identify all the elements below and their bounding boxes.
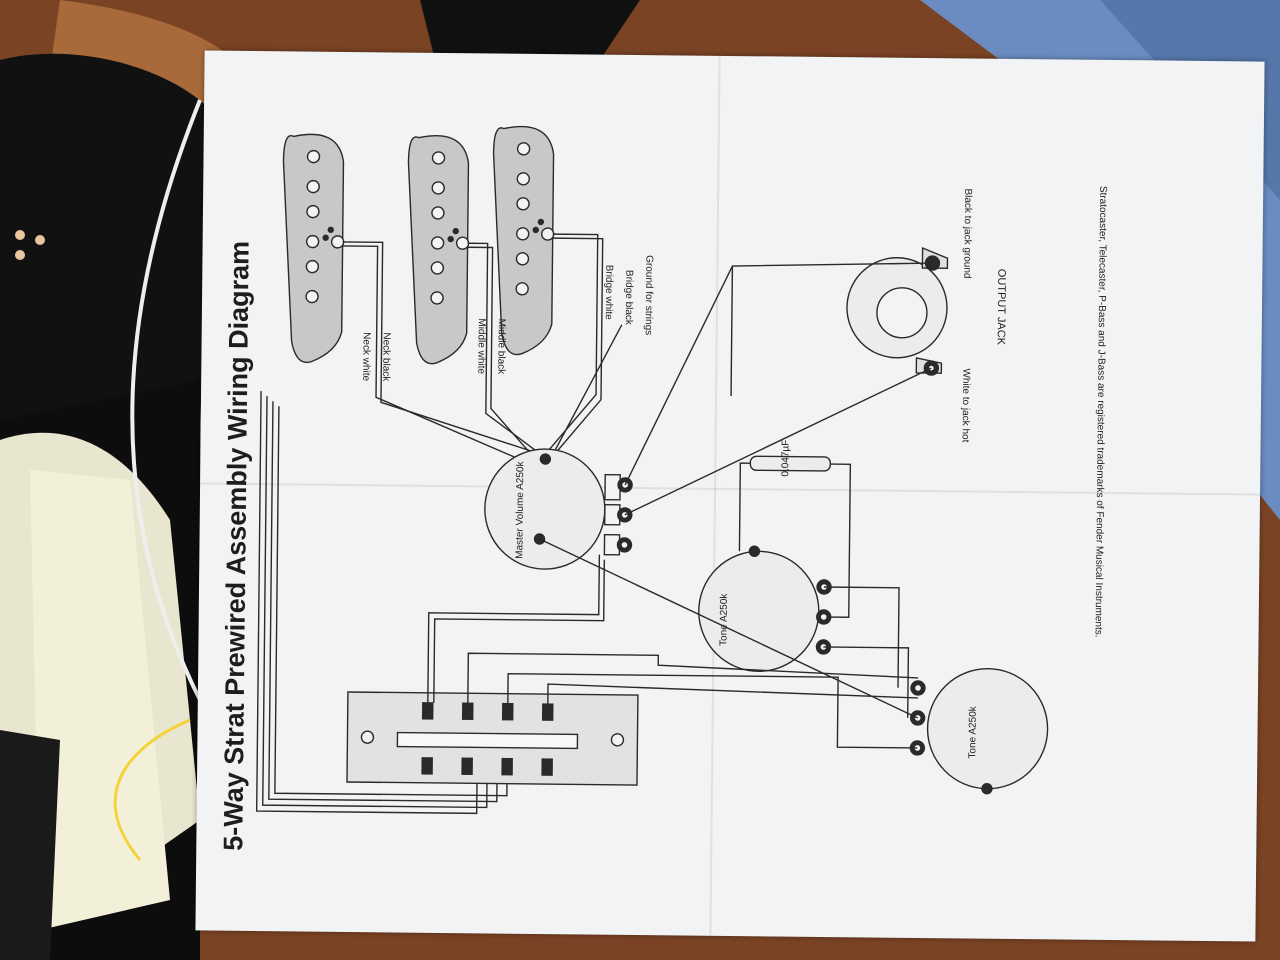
label-output-jack: OUTPUT JACK bbox=[994, 268, 1008, 346]
neck-pickup bbox=[282, 133, 345, 364]
label-middle-white: Middle white bbox=[475, 318, 487, 375]
diagram-title: 5-Way Strat Prewired Assembly Wiring Dia… bbox=[218, 240, 255, 851]
label-ground-for-strings: Ground for strings bbox=[642, 255, 655, 336]
label-middle-black: Middle black bbox=[495, 318, 507, 375]
wiring-diagram-sheet: 5-Way Strat Prewired Assembly Wiring Dia… bbox=[195, 50, 1265, 942]
output-jack bbox=[846, 246, 949, 374]
label-master-volume: Master Volume A250k bbox=[514, 461, 527, 559]
label-tone-2: Tone A250k bbox=[967, 706, 979, 759]
label-tone-1: Tone A250k bbox=[718, 593, 730, 647]
bridge-pickup bbox=[492, 125, 555, 356]
tone-pot-2 bbox=[926, 668, 1049, 790]
label-capacitor: 0.047µF bbox=[780, 439, 792, 477]
master-volume-pot bbox=[484, 448, 606, 570]
label-neck-black: Neck black bbox=[380, 332, 392, 382]
label-bridge-black: Bridge black bbox=[622, 269, 635, 326]
label-jack-ground: Black to jack ground bbox=[961, 188, 974, 279]
tone-pot-1 bbox=[698, 550, 820, 673]
label-neck-white: Neck white bbox=[360, 332, 372, 382]
label-jack-hot: White to jack hot bbox=[959, 368, 972, 443]
label-bridge-white: Bridge white bbox=[602, 264, 615, 320]
middle-pickup bbox=[407, 134, 470, 365]
five-way-switch bbox=[346, 691, 639, 786]
wiring-diagram bbox=[255, 125, 1049, 815]
